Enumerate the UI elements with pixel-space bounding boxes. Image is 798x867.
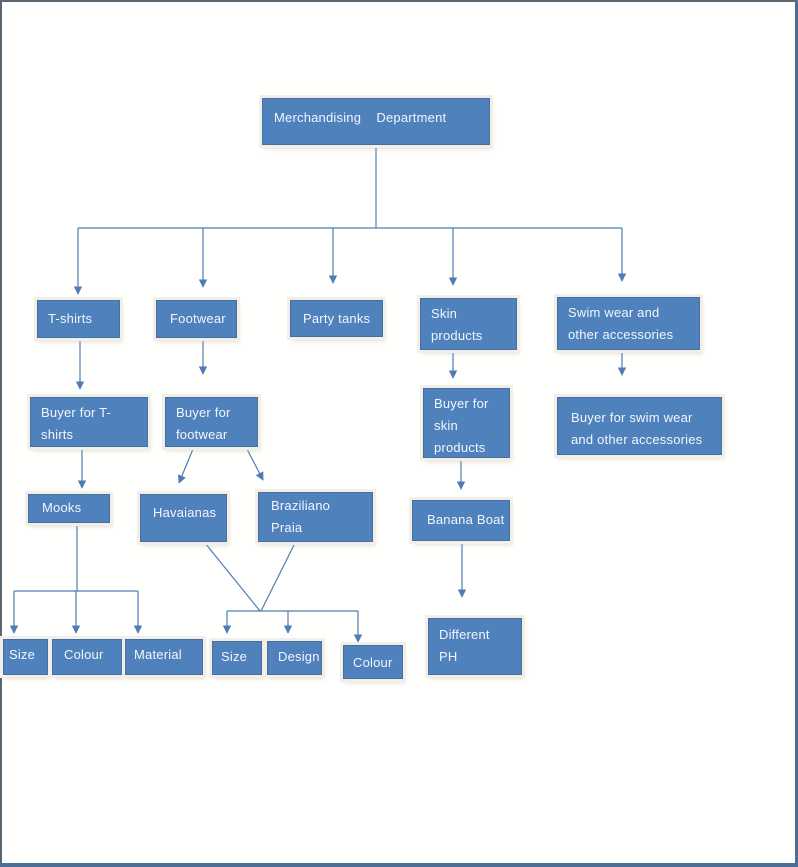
connector-havaianas-to-vpoint xyxy=(204,542,261,612)
node-size-tshirts: Size xyxy=(3,639,48,675)
page-border-top xyxy=(0,0,798,2)
node-t-shirts: T-shirts xyxy=(37,300,120,338)
page-border-bottom xyxy=(0,863,798,867)
node-havaianas: Havaianas xyxy=(140,494,227,542)
node-colour-tshirts: Colour xyxy=(52,639,122,675)
node-skin-products: Skin products xyxy=(420,298,517,350)
node-design-footwear: Design xyxy=(267,641,322,675)
node-size-footwear: Size xyxy=(212,641,262,675)
node-mooks: Mooks xyxy=(28,494,110,523)
node-buyer-for-t-shirts: Buyer for T- shirts xyxy=(30,397,148,447)
connector-buyer_footwear-to-havaianas xyxy=(177,448,194,484)
node-banana-boat: Banana Boat xyxy=(412,500,510,541)
node-footwear: Footwear xyxy=(156,300,237,338)
node-different-ph: Different PH xyxy=(428,618,522,675)
connector-braziliano_praia-to-vpoint xyxy=(260,542,296,612)
page-border-left xyxy=(0,0,2,867)
node-party-tanks: Party tanks xyxy=(290,300,383,337)
connector-buyer_footwear-to-braziliano_praia xyxy=(246,448,264,481)
node-colour-footwear: Colour xyxy=(343,645,403,679)
node-braziliano-praia: Braziliano Praia xyxy=(258,492,373,542)
node-swim-wear-accessories: Swim wear and other accessories xyxy=(557,297,700,350)
node-merchandising-department: Merchandising Department xyxy=(262,98,490,145)
node-buyer-for-footwear: Buyer for footwear xyxy=(165,397,258,447)
node-buyer-for-swim-wear: Buyer for swim wear and other accessorie… xyxy=(557,397,722,455)
node-buyer-for-skin-products: Buyer for skin products xyxy=(423,388,510,458)
node-material-tshirts: Material xyxy=(125,639,203,675)
